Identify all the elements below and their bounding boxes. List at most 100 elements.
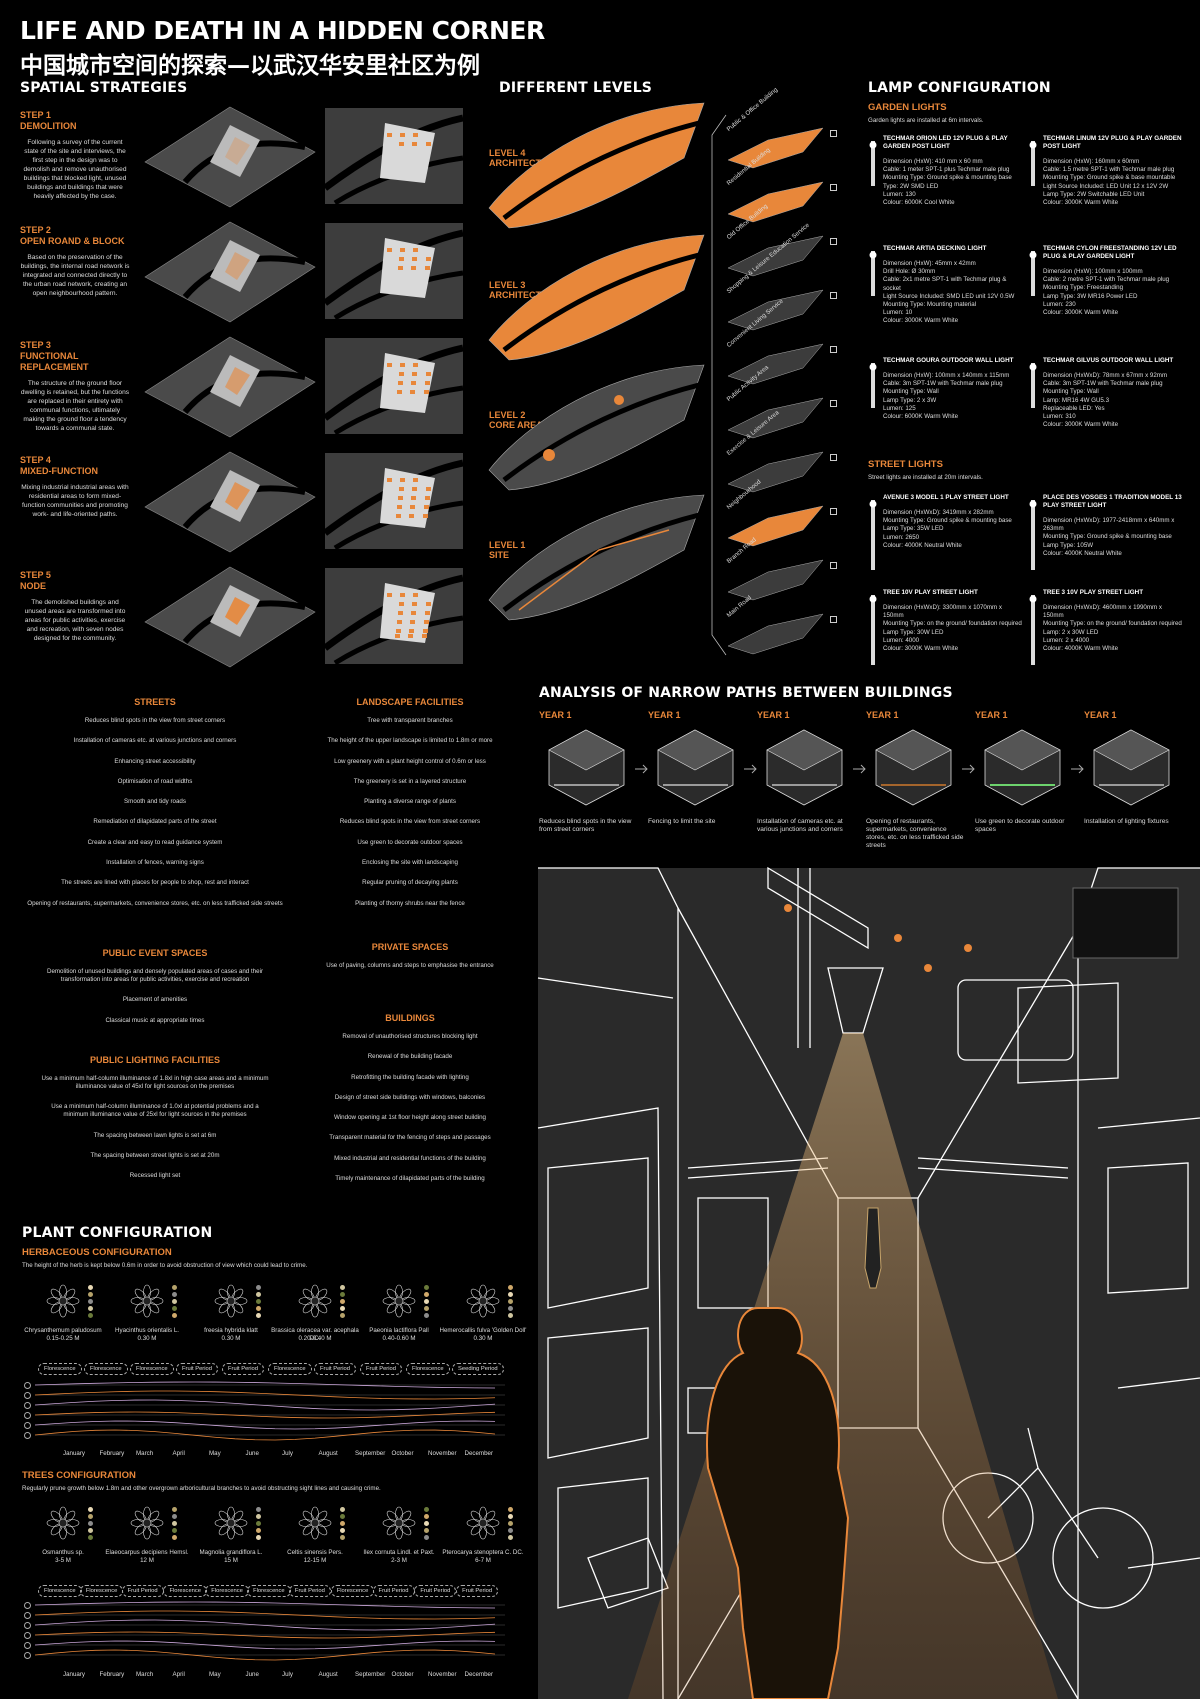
plant-centre [394, 1296, 404, 1306]
layer-thumb [727, 127, 824, 169]
color-swatch [340, 1521, 345, 1526]
step-iso-map [144, 451, 316, 553]
period-pill: Florescence [406, 1363, 450, 1375]
color-swatch [340, 1313, 345, 1318]
plan-building-mark [413, 248, 418, 252]
color-swatch [88, 1514, 93, 1519]
period-pill: Fruit Period [314, 1363, 356, 1375]
chart-row-icon [24, 1652, 31, 1659]
plant-sketch [466, 1506, 500, 1540]
level-name: SITE [489, 550, 510, 560]
herb-note: The height of the herb is kept below 0.6… [22, 1262, 308, 1269]
lamp-spec-line: Cable: 3m SPT-1W with Techmar male plug [883, 380, 1003, 388]
measure-item: Create a clear and easy to read guidance… [87, 838, 223, 846]
lamp-specs: Dimension (HxWxD): 1977-2418mm x 640mm x… [1043, 517, 1183, 558]
lamp-post [1031, 595, 1035, 665]
lamp-icon [1029, 251, 1037, 296]
plant-sketch [214, 1506, 248, 1540]
color-swatch [88, 1535, 93, 1540]
color-swatch [256, 1292, 261, 1297]
lamp-spec-line: Mounting Type: Ground spike & mounting b… [1043, 533, 1172, 541]
color-swatch [424, 1535, 429, 1540]
lamp-spec-line: Lamp: MR16 4W GU5.3 [1043, 396, 1110, 404]
level-slab [488, 102, 705, 229]
color-swatch [256, 1306, 261, 1311]
measure-item: Demolition of unused buildings and dense… [46, 968, 264, 983]
plan-building-mark [395, 634, 400, 638]
path-caption: Installation of lighting fixtures [1084, 818, 1169, 825]
plan-building-mark [387, 593, 392, 597]
step-description: Following a survey of the current state … [23, 139, 127, 200]
arrow-shape [962, 764, 975, 774]
herb-heading: HERBACEOUS CONFIGURATION [22, 1247, 172, 1258]
color-swatch [172, 1521, 177, 1526]
measure-item: Use of paving, columns and steps to emph… [326, 962, 494, 969]
level-slab [488, 234, 705, 361]
plant-centre [142, 1518, 152, 1528]
level-core-node [543, 449, 555, 461]
layer-thumb [727, 613, 824, 655]
lamp-spec-line: Light Source Included: SMD LED unit 12V … [883, 292, 1015, 300]
lamp-name: TECHMAR ORION LED 12V PLUG & PLAY GARDEN… [883, 135, 1008, 150]
month-label: January [63, 1671, 86, 1678]
chart-row-icon [24, 1382, 31, 1389]
plant-size: 0.15-0.25 M [46, 1335, 80, 1342]
garden-lights-heading: GARDEN LIGHTS [868, 102, 947, 113]
period-pill: Fruit Period [414, 1585, 457, 1597]
step-plan-map [322, 223, 464, 321]
plan-focus-area [380, 468, 435, 528]
color-swatch [424, 1306, 429, 1311]
plan-building-mark [424, 390, 429, 394]
path-roof [766, 729, 843, 771]
plant-centre [142, 1296, 152, 1306]
plan-building-mark [387, 133, 392, 137]
lamp-specs: Dimension (HxWxD): 3300mm x 1070mm x 150… [883, 604, 1023, 653]
level-number: LEVEL 1 [489, 540, 526, 550]
lamp-spec-line: Dimension (HxWxD): 1977-2418mm x 640mm x… [1043, 517, 1175, 533]
lamp-spec-line: Lamp Type: 2 x 3W [883, 396, 937, 404]
step-plan-map [322, 568, 464, 666]
tree-note: Regularly prune growth below 1.8m and ot… [22, 1485, 381, 1492]
lamp-card: TECHMAR CYLON FREESTANDING 12V LED PLUG … [1043, 245, 1183, 317]
plan-building-mark [424, 620, 429, 624]
plan-building-mark [412, 142, 417, 146]
lamp-head [1029, 251, 1037, 259]
lamp-spec-line: Dimension (HxWxD): 3300mm x 1070mm x 150… [883, 604, 1002, 620]
plan-building-mark [398, 381, 403, 385]
lamp-spec-line: Colour: 3000K Warm White [1043, 309, 1119, 317]
color-swatch [88, 1521, 93, 1526]
iso-highlight [225, 597, 250, 625]
plant-size: 0.30 M [473, 1335, 493, 1342]
plan-building-mark [411, 496, 416, 500]
path-caption: Reduces blind spots in the view from str… [539, 818, 632, 833]
plan-building-mark [409, 514, 414, 518]
path-roof [984, 729, 1061, 771]
layer-thumb [727, 343, 824, 385]
month-label: June [245, 1450, 259, 1457]
chart-row-icon [24, 1602, 31, 1609]
iso-focus-area [210, 125, 260, 177]
plant-name: Hyacinthus orientalis L. [115, 1327, 179, 1334]
chart-series [34, 1610, 496, 1620]
chart-series [34, 1411, 496, 1419]
step-name: MIXED-FUNCTION [20, 466, 98, 476]
chart-series [34, 1601, 496, 1609]
plan-building-mark [413, 133, 418, 137]
color-swatch [256, 1528, 261, 1533]
plan-building-mark [424, 505, 429, 509]
color-swatch [340, 1528, 345, 1533]
level-name: ARCHITECTURE [489, 158, 560, 168]
color-swatch [508, 1292, 513, 1297]
path-roof [875, 729, 952, 771]
month-label: May [209, 1671, 221, 1678]
measure-item: The spacing between street lights is set… [90, 1151, 220, 1159]
measure-item: Tree with transparent branches [367, 717, 453, 724]
lamp-name: TREE 10V PLAY STREET LIGHT [883, 589, 978, 596]
plant-name: Hemerocallis fulva 'Golden Doll' [439, 1327, 527, 1334]
plant-name: Paeonia lactiflora Pall [369, 1327, 429, 1334]
step-number: STEP 2 [20, 225, 51, 235]
